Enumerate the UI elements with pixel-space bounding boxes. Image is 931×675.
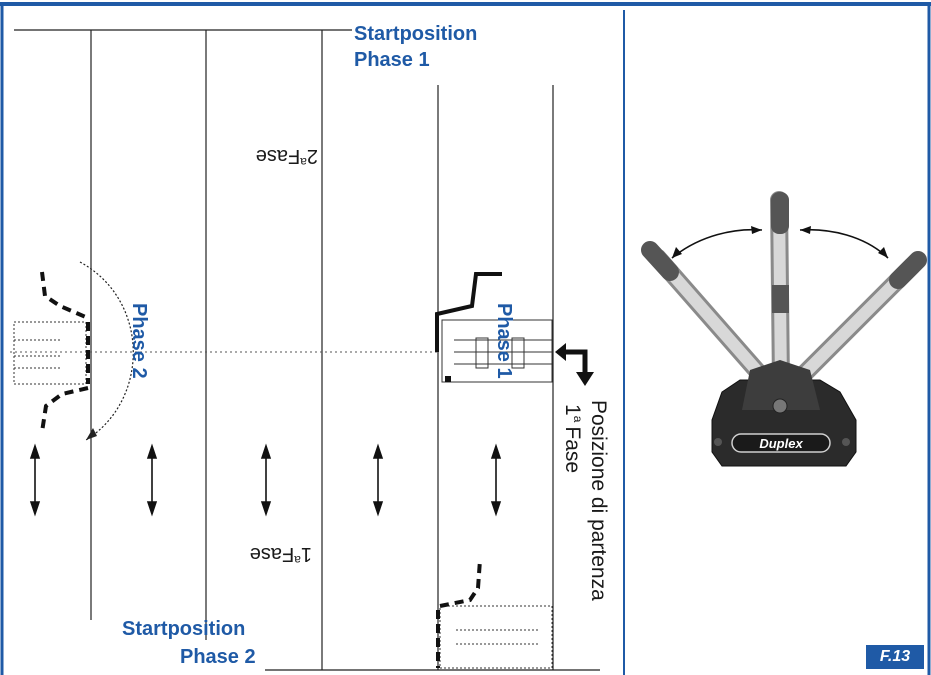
posizione-number: 1 (561, 404, 584, 416)
phase1-handle-pivot (445, 376, 451, 382)
startposition-phase1-line2: Phase 1 (354, 49, 430, 71)
swing-arc-right (799, 228, 889, 259)
figure-number-badge: F.13 (866, 645, 924, 669)
duplex-machine-illustration: Duplex (641, 191, 927, 467)
phase2-handle-lower (40, 386, 89, 433)
double-arrow (372, 443, 384, 517)
startposition-phase1-line1: Startposition (354, 23, 477, 45)
phase1-turn-arrow (560, 349, 588, 374)
phase2-start-outline (439, 605, 553, 669)
startposition-phase2-line2: Phase 2 (180, 646, 256, 668)
phase1-machine-outline (441, 319, 553, 383)
swing-arrowhead (672, 247, 682, 258)
posizione-line1: Posizione di partenza (587, 400, 610, 601)
phase1-turn-arrowtail (555, 343, 566, 361)
phase2-start-handle-upper (439, 559, 482, 608)
phase1-machine-wheel (475, 337, 489, 369)
fase2-word: Fase (256, 145, 300, 167)
phase2-swing-arrowhead (86, 428, 97, 440)
phase1-label: Phase 1 (493, 303, 515, 379)
fase1-number: 1 (301, 543, 312, 565)
phase2-start-machine (436, 559, 553, 669)
lane-lines (14, 29, 600, 671)
machine-mount (742, 360, 820, 410)
handle-center-grip (771, 192, 789, 234)
phase2-machine-outline (13, 321, 87, 385)
direction-arrows (29, 443, 502, 517)
double-arrow (29, 443, 41, 517)
handle-left-shine (652, 252, 778, 394)
swing-arrowhead (800, 226, 811, 234)
phase2-swing-arc (79, 261, 134, 441)
phase1-handle (435, 272, 502, 352)
brand-logo: Duplex (759, 436, 803, 451)
fase2-number: 2 (307, 145, 318, 167)
posizione-word: Fase (561, 426, 584, 473)
startposition-phase2-line1: Startposition (122, 618, 245, 640)
swing-arc-left (671, 228, 763, 259)
phase1-turn-arrowhead (576, 372, 594, 386)
fase1-word: Fase (250, 543, 294, 565)
swing-arrowhead (878, 247, 888, 258)
double-arrow (490, 443, 502, 517)
machine-knob (772, 398, 788, 414)
double-arrow (146, 443, 158, 517)
phase1-machine (435, 272, 594, 386)
phase2-machine (13, 261, 134, 441)
swing-arrowhead (751, 226, 762, 234)
handle-center-band (772, 285, 789, 313)
machine-screw (842, 438, 850, 446)
phase2-handle-upper (40, 271, 89, 320)
brand-plate (731, 433, 831, 453)
fase2-label: 2aFase (256, 145, 318, 169)
handle-left-grip (641, 241, 679, 281)
fase2-superscript: a (300, 155, 307, 169)
posizione-line2: 1aFase (561, 404, 585, 473)
double-arrow (260, 443, 272, 517)
machine-screw (714, 438, 722, 446)
posizione-superscript: a (571, 416, 585, 423)
fase1-label: 1aFase (250, 543, 312, 567)
fase1-superscript: a (294, 553, 301, 567)
handle-right-grip (889, 251, 927, 289)
phase2-label: Phase 2 (128, 303, 150, 379)
phase1-machine-wheel (511, 337, 525, 369)
